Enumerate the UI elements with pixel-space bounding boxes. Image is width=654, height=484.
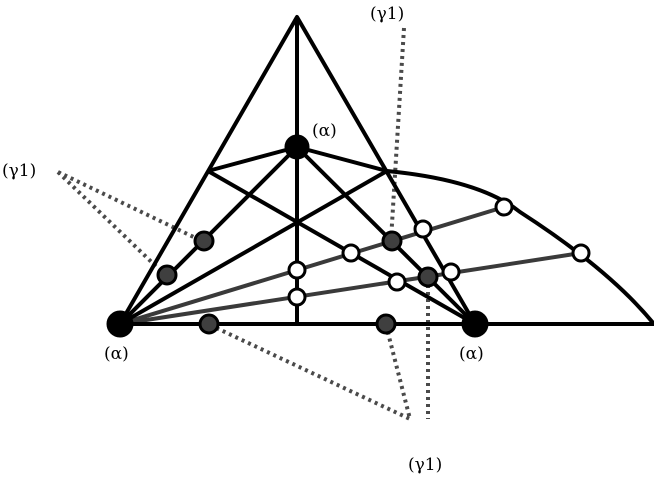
leader-left-a: [57, 170, 203, 243]
label-gamma-top: (γ1): [370, 4, 404, 24]
node-open-4[interactable]: [387, 272, 407, 292]
inner-edge-right: [296, 145, 388, 173]
inner-edge-left: [207, 145, 298, 173]
node-alpha-top[interactable]: [284, 134, 310, 160]
leader-top: [389, 27, 406, 241]
leader-bottom-a: [209, 323, 411, 421]
node-open-2[interactable]: [287, 287, 307, 307]
node-gray-lower-right[interactable]: [417, 266, 439, 288]
labels: (α) (α) (α) (γ1) (γ1) (γ1): [2, 4, 484, 475]
leader-left-b: [56, 170, 167, 277]
tie-line-1: [119, 205, 505, 326]
label-gamma-left: (γ1): [2, 161, 36, 181]
node-open-1[interactable]: [287, 260, 307, 280]
node-alpha-right[interactable]: [461, 310, 489, 338]
dotted-leaders: [56, 27, 430, 421]
left-mid-to-right-vertex: [207, 169, 476, 326]
label-alpha-top: (α): [312, 121, 337, 141]
label-alpha-left: (α): [104, 344, 129, 364]
node-gray-left-lower[interactable]: [156, 264, 178, 286]
node-gray-base-right[interactable]: [375, 313, 397, 335]
right-mid-to-left-vertex: [119, 169, 388, 326]
node-open-6[interactable]: [441, 262, 461, 282]
node-open-7[interactable]: [494, 197, 514, 217]
node-gray-left-upper[interactable]: [193, 230, 215, 252]
node-open-3[interactable]: [341, 243, 361, 263]
node-alpha-left[interactable]: [106, 310, 134, 338]
label-gamma-bottom: (γ1): [408, 455, 442, 475]
node-open-8[interactable]: [571, 243, 591, 263]
node-gray-base-left[interactable]: [198, 313, 220, 335]
node-open-5[interactable]: [413, 219, 433, 239]
node-gray-center-right[interactable]: [381, 230, 403, 252]
tie-line-2: [119, 251, 582, 326]
leader-bottom-b: [384, 324, 412, 420]
gray-tie-lines: [119, 205, 582, 326]
label-alpha-right: (α): [459, 344, 484, 364]
triangle-lines: [118, 15, 654, 326]
boundary-curve: [386, 169, 654, 326]
nodes: [106, 134, 591, 338]
